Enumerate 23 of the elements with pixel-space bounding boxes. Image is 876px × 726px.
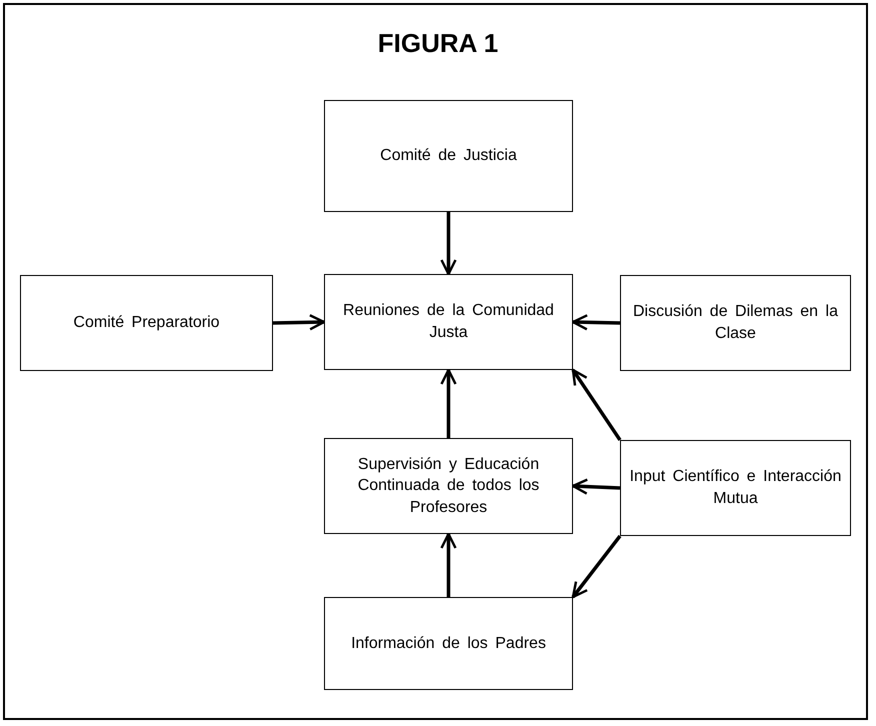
process-box: [620, 440, 851, 536]
box-label: Información de los Padres: [351, 634, 546, 654]
box-label: Supervisión y Educación Continuada de todos los Profesores: [356, 454, 540, 518]
arrow: [440, 368, 457, 438]
process-box: [620, 275, 851, 371]
box-label: Comité de Justicia: [380, 146, 517, 166]
process-box: [20, 275, 273, 371]
arrow: [572, 368, 622, 441]
arrow: [272, 314, 326, 330]
arrow: [572, 534, 622, 598]
process-box: [324, 597, 573, 690]
process-box: [324, 274, 573, 370]
arrow: [572, 314, 620, 331]
box-label: Input Científico e Interacción Mutua: [629, 467, 842, 509]
box-label: Reuniones de la Comunidad Justa: [342, 301, 555, 343]
process-box: [324, 438, 573, 534]
process-box: [324, 100, 573, 212]
figure-title: FIGURA 1: [376, 28, 500, 59]
box-label: Discusión de Dilemas en la Clase: [632, 302, 839, 344]
arrow: [440, 532, 457, 597]
arrow: [440, 212, 457, 276]
box-label: Comité Preparatorio: [73, 313, 220, 334]
arrow: [572, 478, 620, 495]
